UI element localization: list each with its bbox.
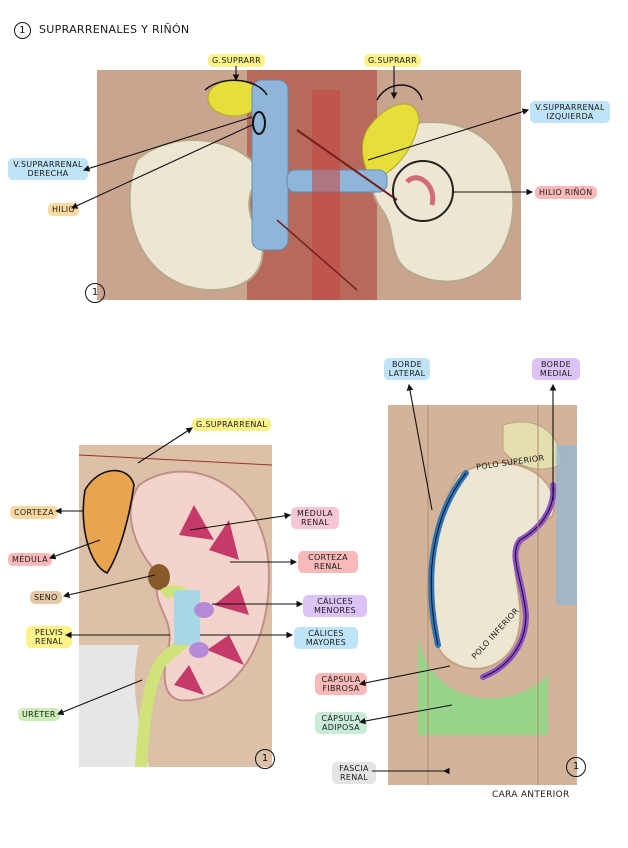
label-corteza-renal: Corteza renal [298,551,358,573]
label-g-suprarrenal: G.Suprarrenal [192,418,272,431]
label-calices-mayores: Cálices mayores [294,627,358,649]
label-corteza: Corteza [10,506,58,519]
page-title: 1 Suprarrenales y riñón [14,22,189,39]
label-medula-renal: Médula renal [291,507,339,529]
top-panel-badge: 1 [85,283,105,303]
right-panel-badge: 1 [566,757,586,777]
title-number: 1 [14,22,31,39]
label-fascia-renal: Fascia renal [332,762,376,784]
label-capsula-fibrosa: Cápsula fibrosa [315,673,367,695]
left-kidney-drawing [78,445,273,768]
label-medula: Médula [8,553,52,566]
label-pelvis-renal: Pelvis renal [26,626,72,648]
left-kidney-section: 1 [78,445,275,769]
label-borde-lateral: Borde lateral [384,358,430,380]
label-g-suprarr-right: G.Suprarr [364,54,422,67]
title-text: Suprarrenales y riñón [39,23,190,36]
top-illustration-drawing [97,70,521,300]
top-illustration: 1 [85,70,521,303]
label-capsula-adiposa: Cápsula adiposa [315,712,367,734]
label-v-suprarrenal-izquierda: V.Suprarrenal izquierda [530,101,610,123]
label-hilio: Hilio [48,203,79,216]
label-borde-medial: Borde medial [532,358,580,380]
label-g-suprarr-left: G.Suprarr [208,54,266,67]
label-v-suprarrenal-derecha: V.Suprarrenal derecha [8,158,88,180]
left-panel-badge: 1 [255,749,275,769]
label-ureter: Uréter [18,708,60,721]
label-hilio-rinon: Hilio riñón [535,186,597,199]
label-cara-anterior: Cara anterior [492,790,570,800]
label-calices-menores: Cálices menores [303,595,367,617]
label-seno: Seno [30,591,62,604]
